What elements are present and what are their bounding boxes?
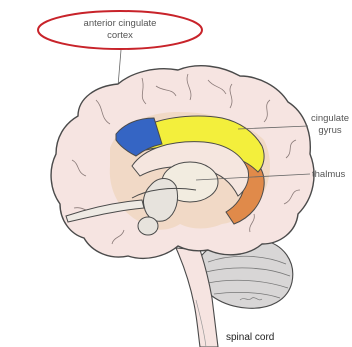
acc-pointer-line: [118, 50, 121, 86]
label-cingulate-line2: gyrus: [318, 125, 341, 136]
label-acc-line1: anterior cingulate: [84, 18, 157, 29]
label-acc-line2: cortex: [107, 30, 133, 41]
label-spinal-cord: spinal cord: [226, 332, 274, 343]
pituitary: [138, 217, 158, 235]
label-thalmus: thalmus: [312, 169, 346, 180]
label-cingulate-line1: cingulate: [311, 113, 349, 124]
